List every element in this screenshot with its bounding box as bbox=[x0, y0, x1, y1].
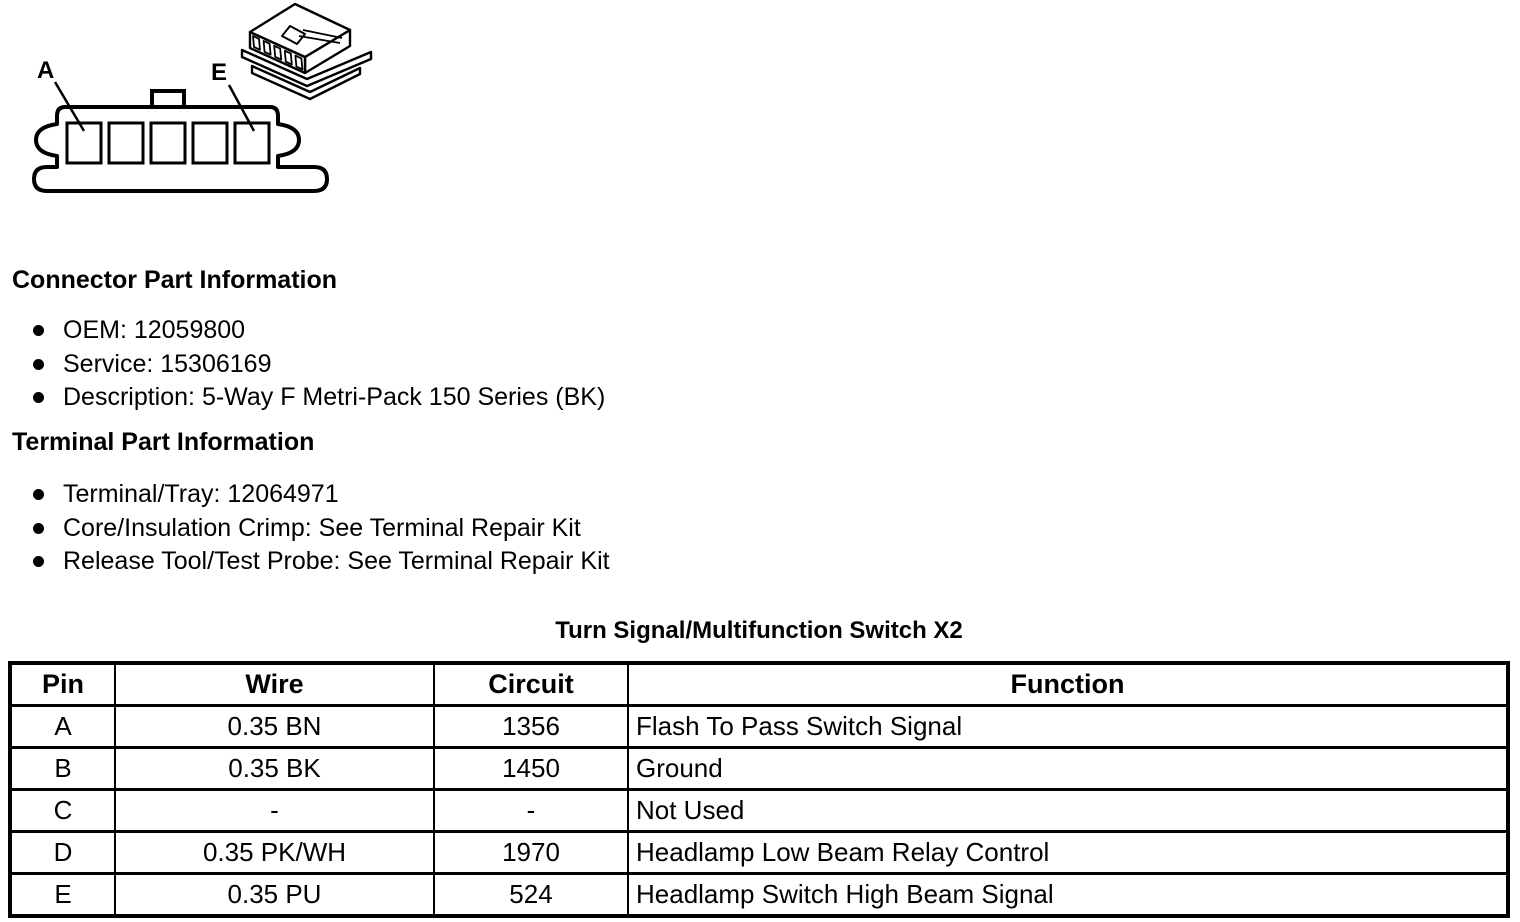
table-row: C - - Not Used bbox=[9, 788, 1509, 833]
cell-pin: A bbox=[9, 704, 116, 749]
cell-circuit: 1450 bbox=[433, 746, 629, 791]
table-title: Turn Signal/Multifunction Switch X2 bbox=[555, 617, 963, 644]
cell-wire: - bbox=[114, 788, 435, 833]
terminal-part-heading: Terminal Part Information bbox=[12, 428, 315, 456]
table-row: E 0.35 PU 524 Headlamp Switch High Beam … bbox=[9, 872, 1509, 918]
list-item: Core/Insulation Crimp: See Terminal Repa… bbox=[33, 512, 610, 546]
cell-pin: D bbox=[9, 830, 116, 875]
connector-front-view: A E bbox=[32, 57, 329, 193]
list-item-text: Core/Insulation Crimp: See Terminal Repa… bbox=[63, 513, 581, 542]
pin-e-label: E bbox=[211, 59, 227, 86]
cell-function: Flash To Pass Switch Signal bbox=[627, 704, 1509, 749]
connector-isometric-icon bbox=[240, 2, 373, 101]
connector-diagram: A E bbox=[32, 2, 373, 193]
column-header: Wire bbox=[114, 661, 435, 707]
list-item: Terminal/Tray: 12064971 bbox=[33, 478, 610, 512]
table-header-row: Pin Wire Circuit Function bbox=[9, 661, 1509, 707]
column-header: Pin bbox=[9, 661, 116, 707]
bullet-icon bbox=[33, 556, 44, 568]
table-row: D 0.35 PK/WH 1970 Headlamp Low Beam Rela… bbox=[9, 830, 1509, 875]
bullet-icon bbox=[33, 325, 44, 337]
leader-line-e bbox=[227, 84, 256, 132]
cell-wire: 0.35 BK bbox=[114, 746, 435, 791]
pinout-table: Pin Wire Circuit Function A 0.35 BN 1356… bbox=[8, 661, 1510, 918]
bullet-icon bbox=[33, 392, 44, 404]
column-header: Circuit bbox=[433, 661, 629, 707]
list-item-text: Description: 5-Way F Metri-Pack 150 Seri… bbox=[63, 383, 606, 412]
bullet-icon bbox=[33, 358, 44, 370]
table-row: B 0.35 BK 1450 Ground bbox=[9, 746, 1509, 791]
cell-pin: C bbox=[9, 788, 116, 833]
cell-pin: B bbox=[9, 746, 116, 791]
list-item: Description: 5-Way F Metri-Pack 150 Seri… bbox=[33, 381, 605, 415]
list-item-text: Release Tool/Test Probe: See Terminal Re… bbox=[63, 547, 610, 576]
table-row: A 0.35 BN 1356 Flash To Pass Switch Sign… bbox=[9, 704, 1509, 749]
cell-wire: 0.35 BN bbox=[114, 704, 435, 749]
list-item: OEM: 12059800 bbox=[33, 314, 605, 348]
list-item-text: Terminal/Tray: 12064971 bbox=[63, 480, 339, 509]
cell-circuit: 1356 bbox=[433, 704, 629, 749]
column-header: Function bbox=[627, 661, 1509, 707]
cavity-c bbox=[149, 121, 187, 165]
cell-function: Headlamp Low Beam Relay Control bbox=[627, 830, 1509, 875]
cavity-b bbox=[107, 121, 145, 165]
cell-wire: 0.35 PU bbox=[114, 872, 435, 918]
cell-function: Headlamp Switch High Beam Signal bbox=[627, 872, 1509, 918]
cell-circuit: 1970 bbox=[433, 830, 629, 875]
leader-line-a bbox=[53, 81, 86, 132]
cell-circuit: 524 bbox=[433, 872, 629, 918]
connector-part-heading: Connector Part Information bbox=[12, 266, 338, 294]
bullet-icon bbox=[33, 522, 44, 534]
pin-a-label: A bbox=[37, 57, 54, 84]
cell-wire: 0.35 PK/WH bbox=[114, 830, 435, 875]
terminal-part-list: Terminal/Tray: 12064971 Core/Insulation … bbox=[33, 478, 610, 579]
cell-circuit: - bbox=[433, 788, 629, 833]
list-item-text: Service: 15306169 bbox=[63, 349, 272, 378]
bullet-icon bbox=[33, 489, 44, 501]
cell-pin: E bbox=[9, 872, 116, 918]
list-item: Release Tool/Test Probe: See Terminal Re… bbox=[33, 545, 610, 579]
cell-function: Not Used bbox=[627, 788, 1509, 833]
list-item-text: OEM: 12059800 bbox=[63, 316, 246, 345]
cell-function: Ground bbox=[627, 746, 1509, 791]
cavity-d bbox=[191, 121, 229, 165]
table-body: A 0.35 BN 1356 Flash To Pass Switch Sign… bbox=[9, 704, 1509, 918]
list-item: Service: 15306169 bbox=[33, 348, 605, 382]
connector-part-list: OEM: 12059800 Service: 15306169 Descript… bbox=[33, 314, 605, 415]
